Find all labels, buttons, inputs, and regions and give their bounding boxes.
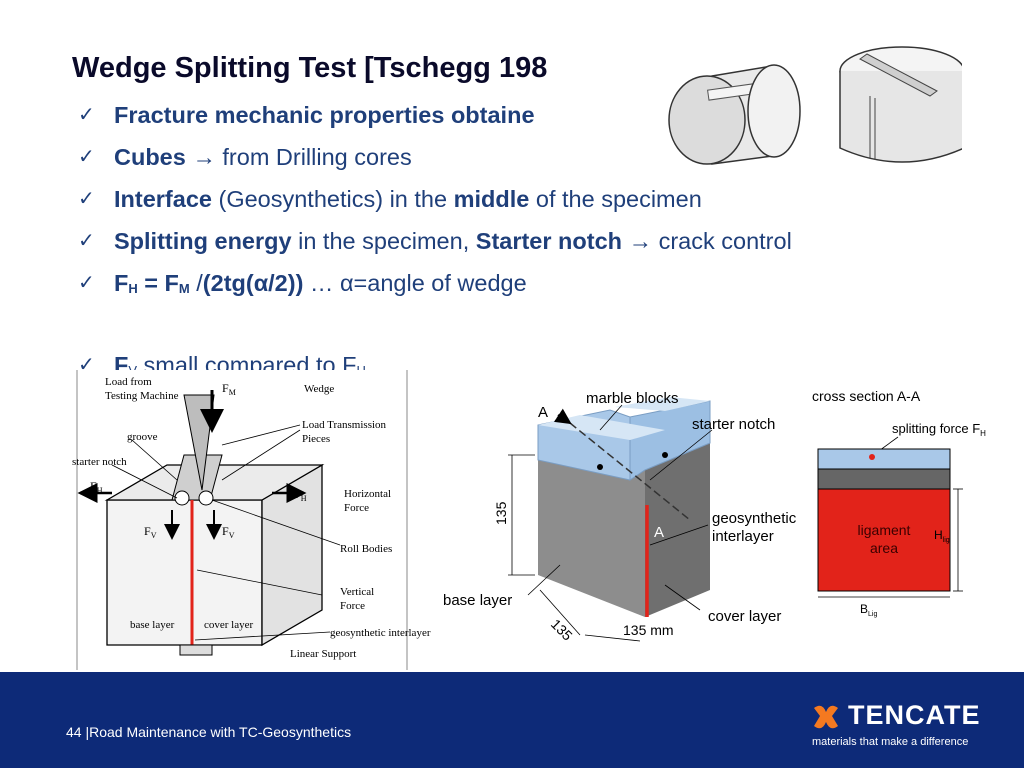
bullet-text: (Geosynthetics) in the (211, 186, 454, 212)
label-dim-135-vertical: 135 (493, 501, 509, 525)
bullet-text: small compared to F (137, 352, 357, 370)
formula-sub: H (356, 363, 365, 370)
lying-cylinder-image (668, 64, 801, 165)
bullet-fracture: ✓ Fracture mechanic properties obtaine (78, 100, 938, 131)
logo-word: TENCATE (848, 700, 981, 730)
label-fh-right: FH (294, 487, 307, 503)
label-b-lig: BLig (860, 602, 877, 618)
wedge-test-diagram: Load from Testing Machine FM Wedge Load … (72, 370, 431, 670)
label-geosynthetic: geosynthetic (712, 510, 797, 527)
label-fm: FM (222, 381, 236, 397)
check-icon: ✓ (78, 272, 95, 294)
bullet-text: crack control (652, 228, 792, 254)
bullet-fv-cutoff: ✓ FV small compared to FH (78, 350, 498, 370)
footer-text: 44 |Road Maintenance with TC-Geosyntheti… (66, 724, 352, 740)
slide-title: Wedge Splitting Test [Tschegg 198 (72, 52, 548, 84)
check-icon: ✓ (78, 146, 95, 168)
bullet-bold-text: Cubes (114, 144, 186, 170)
label-a-lower: A (654, 524, 664, 541)
label-h-lig: Hlig (934, 528, 950, 544)
roll-body-left (174, 490, 190, 506)
logo-tagline: materials that make a difference (812, 736, 969, 748)
bullet-text: of the specimen (529, 186, 702, 212)
bullet-bold-text: Starter notch (475, 228, 623, 254)
bullet-bold-text: Interface (114, 186, 212, 212)
label-geosynthetic-interlayer: geosynthetic interlayer (330, 627, 431, 639)
bullet-list: ✓ Fracture mechanic properties obtaine ✓… (78, 100, 938, 315)
label-cover-layer: cover layer (708, 608, 781, 625)
check-icon: ✓ (78, 230, 95, 252)
footer-bar: 44 |Road Maintenance with TC-Geosyntheti… (0, 672, 1024, 768)
bullet-bold-text: Fracture mechanic properties obtaine (114, 102, 535, 128)
label-fv-right: FV (222, 524, 235, 540)
roll-body-right (198, 490, 214, 506)
check-icon: ✓ (78, 188, 95, 210)
label-horizontal-force: Force (344, 502, 369, 514)
label-base-layer: base layer (130, 619, 175, 631)
label-wedge: Wedge (304, 383, 334, 395)
bullet-bold-text: middle (453, 186, 530, 212)
label-vertical-force: Force (340, 600, 365, 612)
bullet-bold-text: Splitting energy (114, 228, 292, 254)
formula-f: F (114, 270, 129, 296)
groove (171, 454, 223, 501)
bullet-interface: ✓ Interface (Geosynthetics) in the middl… (78, 184, 938, 215)
label-splitting-force: splitting force FH (892, 421, 986, 438)
check-icon: ✓ (78, 354, 95, 370)
bullet-text: … α=angle of wedge (303, 270, 527, 296)
notch-layer (817, 468, 951, 490)
bullet-splitting-energy: ✓ Splitting energy in the specimen, Star… (78, 226, 938, 257)
section-line (569, 422, 691, 521)
label-pieces: Pieces (302, 433, 330, 445)
label-horizontal: Horizontal (344, 488, 391, 500)
cylinder-images (668, 46, 962, 165)
standing-cylinder-image (839, 46, 962, 163)
label-linear-support: Linear Support (290, 648, 356, 660)
specimen-diagram: A marble blocks starter notch 135 A geos… (443, 390, 797, 644)
bullet-bold-text: (2tg(α/2)) (202, 270, 304, 296)
label-load-transmission: Load Transmission (302, 419, 387, 431)
formula-sub: M (178, 281, 190, 296)
arrow-right-icon: → (192, 144, 216, 170)
marble-top-face-right (615, 397, 710, 411)
label-marble-blocks: marble blocks (586, 390, 679, 407)
formula-eq: = F (137, 270, 179, 296)
marble-layer (817, 448, 951, 470)
base-block-side (645, 443, 710, 617)
bullet-text: from Drilling cores (215, 144, 412, 170)
bullet-cubes: ✓ Cubes → from Drilling cores (78, 142, 938, 173)
label-ligament: ligament (858, 522, 911, 538)
label-base-layer: base layer (443, 592, 512, 609)
label-cover-layer: cover layer (204, 619, 253, 631)
label-vertical: Vertical (340, 586, 374, 598)
formula-sub: H (128, 281, 138, 296)
ligament-area (817, 488, 951, 592)
label-interlayer: interlayer (712, 528, 774, 545)
label-load-from: Load from (105, 376, 152, 388)
check-icon: ✓ (78, 104, 95, 126)
label-area: area (870, 540, 898, 556)
splitting-force-dot (869, 454, 875, 460)
label-a-top: A (538, 404, 548, 421)
cross-section-diagram: cross section A-A splitting force FH lig… (812, 388, 986, 618)
label-testing-machine: Testing Machine (105, 390, 179, 402)
label-fv-left: FV (144, 524, 157, 540)
label-dim-135-depth: 135 (548, 616, 576, 644)
label-starter-notch: starter notch (72, 456, 127, 468)
label-fh-left: FH (90, 479, 103, 495)
formula-f: F (114, 352, 129, 370)
base-block-front (538, 447, 645, 617)
bullet-text: / (189, 270, 203, 296)
arrow-right-icon: → (628, 228, 653, 254)
label-dim-135-mm: 135 mm (623, 622, 674, 638)
bullet-text: in the specimen, (291, 228, 476, 254)
bullet-formula: ✓ FH = FM /(2tg(α/2)) … α=angle of wedge (78, 268, 938, 304)
label-roll-bodies: Roll Bodies (340, 543, 392, 555)
formula-sub: V (128, 363, 137, 370)
label-groove: groove (127, 431, 158, 443)
tencate-logo-icon (814, 705, 838, 729)
label-starter-notch: starter notch (692, 416, 775, 433)
label-cross-section-title: cross section A-A (812, 388, 921, 404)
